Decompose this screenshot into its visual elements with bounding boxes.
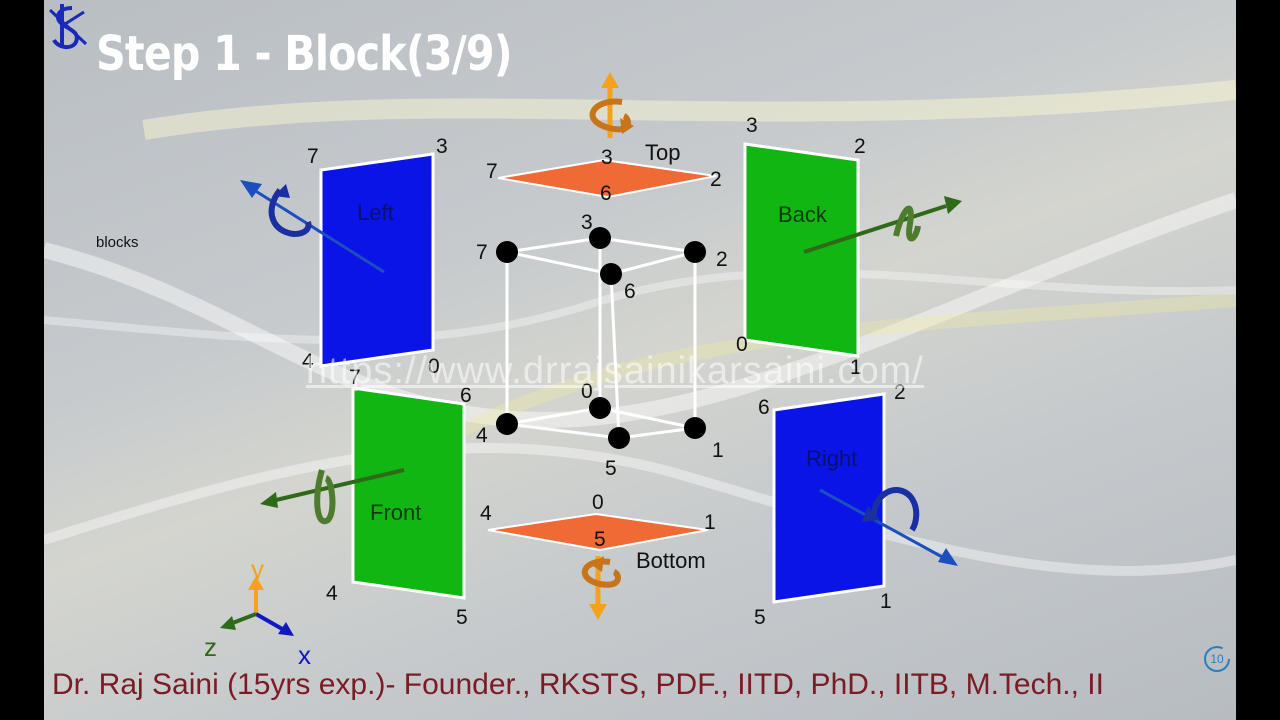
bottom-vertex-0: 0 bbox=[592, 491, 604, 514]
front-rotation-arrow-icon bbox=[260, 468, 405, 525]
top-face: Top 7 3 2 6 bbox=[486, 72, 722, 205]
bottom-face: Bottom 4 0 1 5 bbox=[480, 491, 716, 620]
cube-vertices bbox=[496, 227, 706, 449]
bottom-rotation-arrow-icon bbox=[581, 556, 621, 620]
slide-number: 10 bbox=[1210, 652, 1224, 666]
bottom-face-label: Bottom bbox=[636, 548, 706, 573]
left-vertex-3: 3 bbox=[436, 135, 448, 158]
left-face-label: Left bbox=[357, 200, 394, 225]
cube-label-7: 7 bbox=[476, 241, 488, 264]
cube-label-6: 6 bbox=[624, 280, 636, 303]
cube-vertex-7 bbox=[496, 241, 518, 263]
slide: Top 7 3 2 6 Bottom 4 0 1 5 bbox=[44, 0, 1236, 720]
top-vertex-3: 3 bbox=[601, 146, 613, 169]
back-vertex-3: 3 bbox=[746, 114, 758, 137]
axis-z-label: z bbox=[204, 632, 217, 662]
bottom-vertex-1: 1 bbox=[704, 511, 716, 534]
right-face: Right 6 2 5 1 bbox=[754, 381, 958, 629]
axis-y-label: y bbox=[251, 554, 264, 584]
back-vertex-2: 2 bbox=[854, 135, 866, 158]
cube-vertex-5 bbox=[608, 427, 630, 449]
front-vertex-4: 4 bbox=[326, 582, 338, 605]
cube-label-0: 0 bbox=[581, 380, 593, 403]
cube-vertex-labels: 7 3 2 6 0 4 5 1 bbox=[476, 211, 728, 480]
back-vertex-0: 0 bbox=[736, 333, 748, 356]
top-vertex-7: 7 bbox=[486, 160, 498, 183]
back-face: Back 3 2 0 1 bbox=[736, 114, 962, 379]
right-vertex-2: 2 bbox=[894, 381, 906, 404]
slide-number-ring-icon bbox=[1204, 646, 1230, 672]
footer-credits: Dr. Raj Saini (15yrs exp.)- Founder., RK… bbox=[52, 668, 1104, 701]
cube-label-3: 3 bbox=[581, 211, 593, 234]
slide-title: Step 1 - Block(3/9) bbox=[96, 26, 513, 82]
right-face-label: Right bbox=[806, 446, 857, 471]
back-rotation-arrow-icon bbox=[803, 196, 962, 254]
right-vertex-5: 5 bbox=[754, 606, 766, 629]
cube-label-2: 2 bbox=[716, 248, 728, 271]
bottom-vertex-4: 4 bbox=[480, 502, 492, 525]
front-vertex-5: 5 bbox=[456, 606, 468, 629]
top-rotation-arrow-icon bbox=[589, 72, 634, 138]
front-face-label: Front bbox=[370, 500, 421, 525]
axis-x-label: x bbox=[298, 640, 311, 670]
watermark-link[interactable]: https://www.drrajsainikarsaini.com/ bbox=[306, 350, 924, 392]
cube-label-4: 4 bbox=[476, 424, 488, 447]
logo-icon bbox=[48, 4, 88, 49]
cube-vertex-3 bbox=[589, 227, 611, 249]
axis-triad: y x z bbox=[204, 554, 311, 670]
back-vertex-1: 1 bbox=[850, 356, 862, 379]
top-face-label: Top bbox=[645, 140, 680, 165]
side-note: blocks bbox=[96, 234, 139, 251]
top-vertex-2: 2 bbox=[710, 168, 722, 191]
right-vertex-6: 6 bbox=[758, 396, 770, 419]
cube-vertex-4 bbox=[496, 413, 518, 435]
diagram: Top 7 3 2 6 Bottom 4 0 1 5 bbox=[44, 72, 1236, 670]
cube-vertex-6 bbox=[600, 263, 622, 285]
front-face: Front 7 6 4 5 bbox=[260, 366, 472, 629]
left-vertex-0: 0 bbox=[428, 355, 440, 378]
cube-vertex-2 bbox=[684, 241, 706, 263]
right-vertex-1: 1 bbox=[880, 590, 892, 613]
front-vertex-6: 6 bbox=[460, 384, 472, 407]
back-face-label: Back bbox=[778, 202, 828, 227]
cube-vertex-0 bbox=[589, 397, 611, 419]
cube-wireframe bbox=[505, 236, 697, 440]
left-vertex-4: 4 bbox=[302, 350, 314, 373]
cube-label-5: 5 bbox=[605, 457, 617, 480]
right-rotation-arrow-icon bbox=[819, 487, 958, 566]
left-vertex-7: 7 bbox=[307, 145, 319, 168]
left-rotation-arrow-icon bbox=[240, 180, 385, 274]
left-face: Left 7 3 4 0 bbox=[240, 135, 448, 378]
top-vertex-6: 6 bbox=[600, 182, 612, 205]
cube-vertex-1 bbox=[684, 417, 706, 439]
bottom-vertex-5: 5 bbox=[594, 528, 606, 551]
slide-number-badge: 10 bbox=[1202, 644, 1232, 674]
background-swooshes bbox=[44, 80, 1236, 576]
front-vertex-7: 7 bbox=[349, 366, 361, 389]
cube-label-1: 1 bbox=[712, 439, 724, 462]
